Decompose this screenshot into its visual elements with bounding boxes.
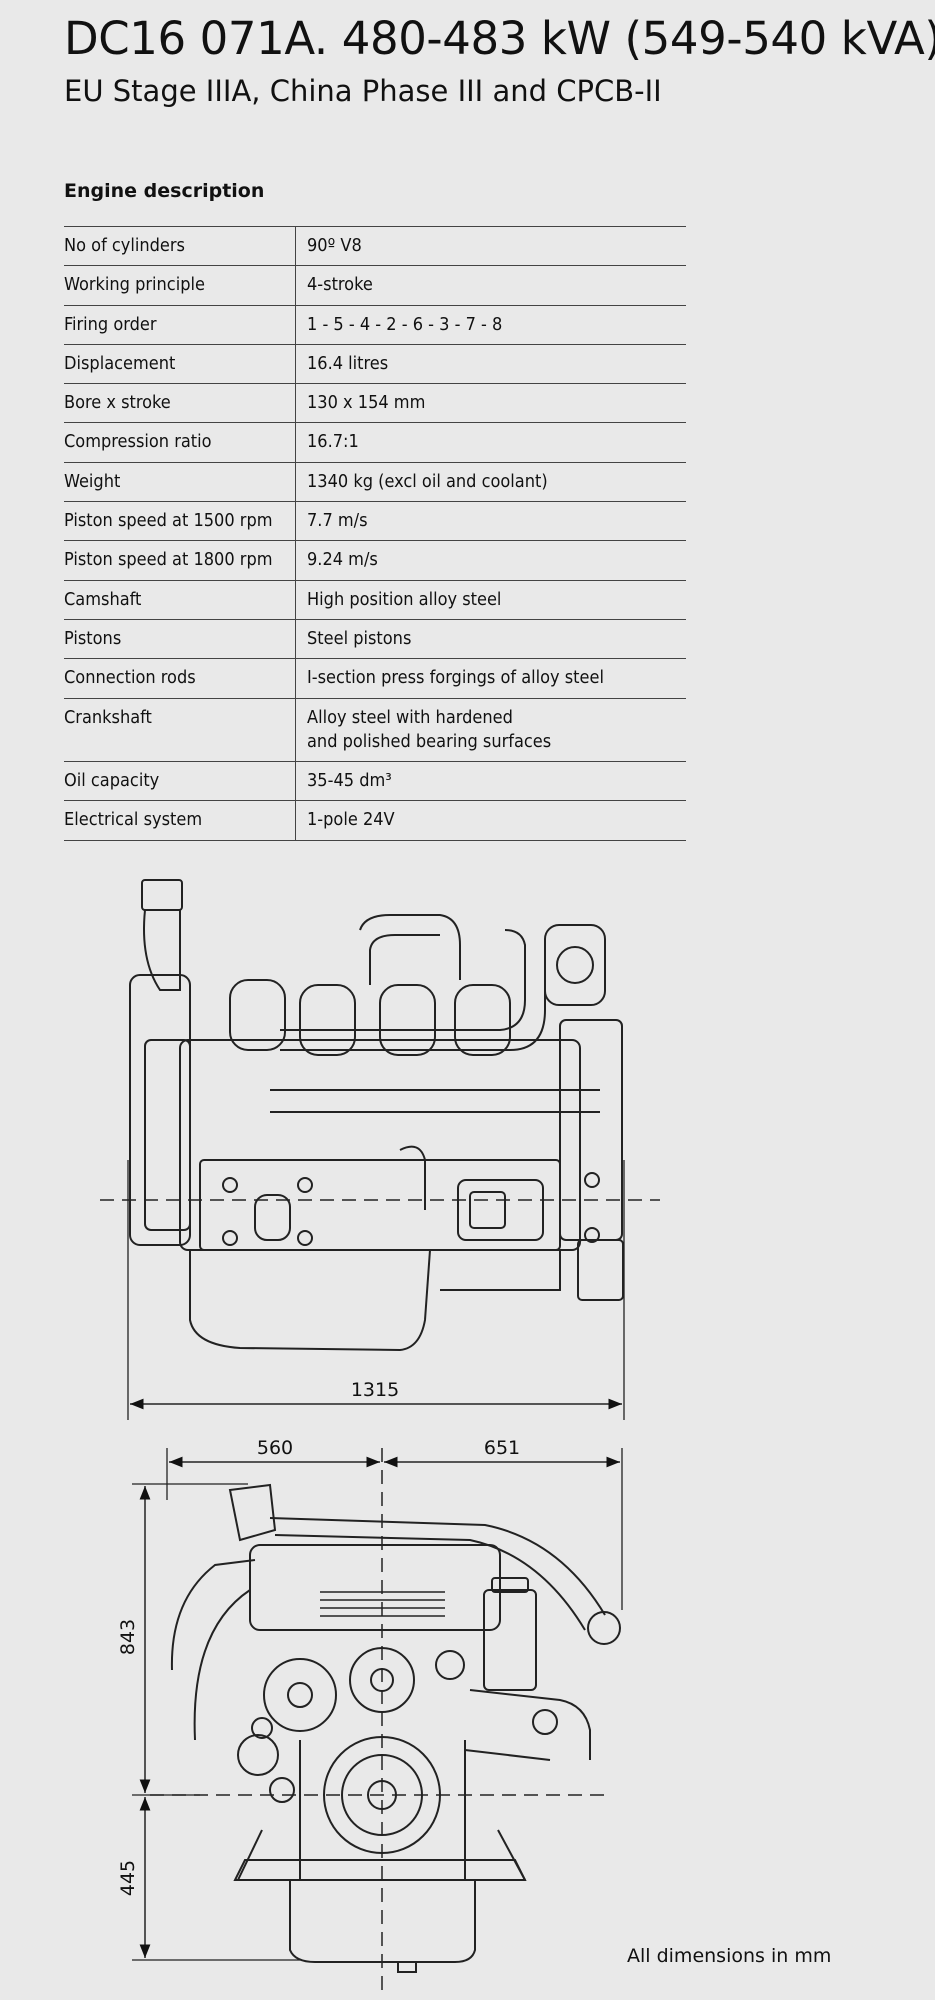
table-row: Piston speed at 1500 rpm 7.7 m/s: [64, 501, 686, 541]
engine-description-heading: Engine description: [64, 180, 265, 202]
front-upper-height-label: 843: [117, 1619, 139, 1655]
table-row: Crankshaft Alloy steel with hardened and…: [64, 697, 686, 762]
spec-value: 16.7:1: [295, 422, 686, 463]
spec-label: Electrical system: [64, 800, 296, 841]
engine-spec-table: No of cylinders 90º V8 Working principle…: [64, 225, 686, 841]
front-left-width-label: 560: [257, 1437, 293, 1459]
table-row: Compression ratio 16.7:1: [64, 422, 686, 463]
spec-label: Weight: [64, 461, 296, 502]
page-title: DC16 071A. 480-483 kW (549-540 kVA): [64, 12, 935, 65]
dimensions-note: All dimensions in mm: [627, 1945, 832, 1967]
spec-value: 130 x 154 mm: [295, 383, 686, 423]
spec-value: 7.7 m/s: [295, 501, 686, 541]
front-width-dimensions: 560 651: [166, 1437, 623, 1610]
table-row: Bore x stroke 130 x 154 mm: [64, 383, 686, 423]
table-row: Displacement 16.4 litres: [64, 343, 686, 384]
side-length-dimension: 1315: [127, 1160, 625, 1420]
table-row: Connection rods I-section press forgings…: [64, 658, 686, 699]
table-row: Firing order 1 - 5 - 4 - 2 - 6 - 3 - 7 -…: [64, 304, 686, 345]
spec-value-line: Alloy steel with hardened: [307, 706, 513, 728]
table-row: Pistons Steel pistons: [64, 618, 686, 659]
spec-value: 35-45 dm³: [295, 761, 686, 801]
spec-label: Oil capacity: [64, 761, 296, 801]
spec-value: 16.4 litres: [295, 343, 686, 384]
spec-value: 1-pole 24V: [295, 800, 686, 841]
table-row: Weight 1340 kg (excl oil and coolant): [64, 461, 686, 502]
spec-label: Firing order: [64, 304, 296, 345]
table-row: Working principle 4-stroke: [64, 265, 686, 306]
spec-label: Piston speed at 1500 rpm: [64, 501, 296, 541]
spec-value: 9.24 m/s: [295, 540, 686, 581]
spec-label: Connection rods: [64, 658, 296, 699]
side-length-label: 1315: [351, 1379, 399, 1401]
spec-label: Crankshaft: [64, 697, 296, 762]
table-row: Electrical system 1-pole 24V: [64, 800, 686, 841]
spec-value: 1 - 5 - 4 - 2 - 6 - 3 - 7 - 8: [295, 304, 686, 345]
spec-label: Working principle: [64, 265, 296, 306]
table-row: No of cylinders 90º V8: [64, 225, 686, 266]
table-row: Oil capacity 35-45 dm³: [64, 761, 686, 801]
spec-value: 90º V8: [295, 225, 686, 266]
spec-label: Camshaft: [64, 579, 296, 620]
engine-front-view-drawing: [150, 1448, 621, 1995]
spec-label: No of cylinders: [64, 225, 296, 266]
spec-label: Pistons: [64, 618, 296, 659]
spec-label: Compression ratio: [64, 422, 296, 463]
spec-value: Steel pistons: [295, 618, 686, 659]
spec-label: Bore x stroke: [64, 383, 296, 423]
front-height-dimensions: 843 445: [117, 1483, 300, 1961]
spec-value: 1340 kg (excl oil and coolant): [295, 461, 686, 502]
front-right-width-label: 651: [484, 1437, 520, 1459]
engine-side-view-drawing: [100, 879, 660, 1352]
spec-value: Alloy steel with hardened and polished b…: [295, 697, 686, 762]
page-subtitle: EU Stage IIIA, China Phase III and CPCB-…: [64, 74, 662, 108]
front-lower-height-label: 445: [117, 1860, 139, 1896]
table-row: Camshaft High position alloy steel: [64, 579, 686, 620]
spec-label: Displacement: [64, 343, 296, 384]
spec-value: I-section press forgings of alloy steel: [295, 658, 686, 699]
spec-value-line: and polished bearing surfaces: [307, 730, 552, 752]
table-row: Piston speed at 1800 rpm 9.24 m/s: [64, 540, 686, 581]
spec-value: 4-stroke: [295, 265, 686, 306]
spec-label: Piston speed at 1800 rpm: [64, 540, 296, 581]
spec-value: High position alloy steel: [295, 579, 686, 620]
